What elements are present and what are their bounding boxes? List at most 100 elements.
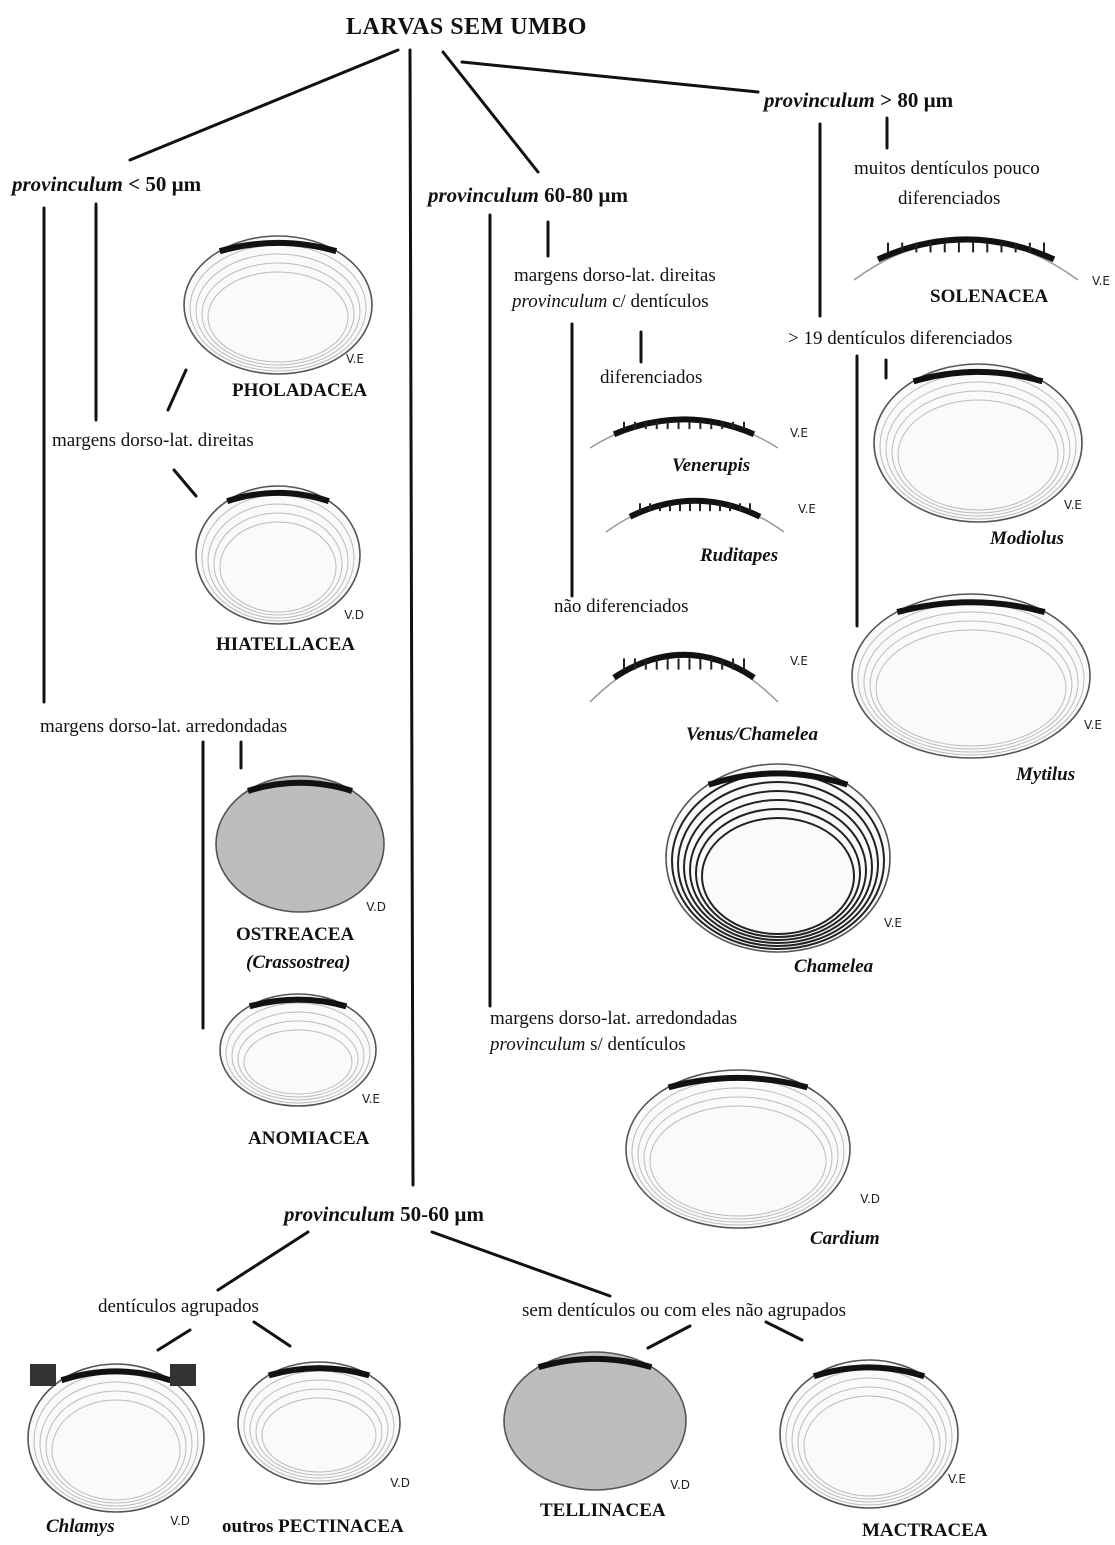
criterion-text: c/ dentículos — [607, 291, 708, 312]
shell-illustration-tellinacea: V.D — [498, 1344, 692, 1494]
provinculum-term: provinculum — [284, 1202, 395, 1226]
taxon-ruditapes: Ruditapes — [700, 545, 778, 567]
taxon-hiatellacea: HIATELLACEA — [216, 634, 355, 656]
criterion-mid-denticulos: provinculum c/ dentículos — [512, 291, 709, 313]
valve-tag: V.D — [344, 608, 364, 622]
connector — [766, 1322, 802, 1340]
shell-drawing — [600, 482, 790, 538]
branch-provinculum-50-60: provinculum 50-60 µm — [284, 1202, 484, 1226]
shell-illustration-ostreacea: V.D — [210, 768, 390, 916]
shell-drawing — [868, 356, 1088, 526]
shell-illustration-pholadacea: V.E — [178, 228, 378, 378]
criterion-nao-agrupados: sem dentículos ou com eles não agrupados — [522, 1300, 846, 1322]
taxon-venus-chamelea: Venus/Chamelea — [686, 724, 818, 746]
shell-drawing — [846, 586, 1096, 762]
criterion-text: s/ dentículos — [585, 1034, 685, 1055]
shell-illustration-ruditapes: V.E — [600, 482, 790, 538]
valve-tag: V.E — [1064, 498, 1082, 512]
shell-illustration-chlamys: V.D — [22, 1356, 210, 1516]
shell-illustration-venerupis: V.E — [584, 402, 784, 454]
shell-illustration-solenacea: V.E — [848, 216, 1084, 286]
taxon-anomiacea: ANOMIACEA — [248, 1128, 369, 1150]
branch-range: > 80 µm — [875, 88, 953, 112]
connector — [158, 1330, 190, 1350]
valve-tag: V.D — [366, 900, 386, 914]
shell-illustration-modiolus: V.E — [868, 356, 1088, 526]
shell-illustration-mytilus: V.E — [846, 586, 1096, 762]
shell-drawing — [232, 1354, 406, 1488]
taxon-pholadacea: PHOLADACEA — [232, 380, 367, 402]
connector — [410, 50, 413, 1185]
provinculum-term: provinculum — [428, 183, 539, 207]
branch-provinculum-60-80: provinculum 60-80 µm — [428, 183, 628, 207]
provinculum-term: provinculum — [490, 1034, 585, 1055]
valve-tag: V.E — [346, 352, 364, 366]
taxon-mactracea: MACTRACEA — [862, 1520, 988, 1542]
branch-range: 60-80 µm — [539, 183, 628, 207]
taxon-mytilus: Mytilus — [1016, 764, 1075, 786]
branch-provinculum-lt50: provinculum < 50 µm — [12, 172, 201, 196]
shell-illustration-mactracea: V.E — [774, 1352, 964, 1512]
criterion-mid-direitas: margens dorso-lat. direitas — [514, 265, 716, 287]
shell-illustration-venus-chamelea: V.E — [584, 628, 784, 708]
shell-drawing — [620, 1062, 856, 1232]
provinculum-term: provinculum — [764, 88, 875, 112]
branch-range: 50-60 µm — [395, 1202, 484, 1226]
valve-tag: V.D — [390, 1476, 410, 1490]
shell-drawing — [498, 1344, 692, 1494]
taxon-outros-pectinacea: outros PECTINACEA — [222, 1516, 404, 1538]
shell-drawing — [584, 402, 784, 454]
valve-tag: V.D — [860, 1192, 880, 1206]
valve-tag: V.E — [948, 1472, 966, 1486]
branch-range: < 50 µm — [123, 172, 201, 196]
valve-tag: V.E — [798, 502, 816, 516]
criterion-sem-denticulos: provinculum s/ dentículos — [490, 1034, 686, 1056]
valve-tag: V.D — [170, 1514, 190, 1528]
provinculum-term: provinculum — [512, 291, 607, 312]
shell-drawing — [774, 1352, 964, 1512]
taxon-crassostrea: (Crassostrea) — [246, 952, 351, 974]
valve-tag: V.E — [1084, 718, 1102, 732]
taxon-tellinacea: TELLINACEA — [540, 1500, 666, 1522]
shell-illustration-chamelea: V.E — [660, 756, 896, 956]
shell-illustration-hiatellacea: V.D — [190, 478, 366, 628]
shell-illustration-anomiacea: V.E — [214, 986, 382, 1110]
taxon-venerupis: Venerupis — [672, 455, 750, 477]
criterion-muitos-denticulos-2: diferenciados — [898, 188, 1000, 210]
connector — [432, 1232, 610, 1296]
valve-tag: V.E — [1092, 274, 1110, 288]
criterion-gt19-denticulos: > 19 dentículos diferenciados — [788, 328, 1012, 350]
valve-tag: V.E — [790, 654, 808, 668]
connector — [254, 1322, 290, 1346]
shell-illustration-cardium: V.D — [620, 1062, 856, 1232]
branch-provinculum-gt80: provinculum > 80 µm — [764, 88, 953, 112]
criterion-nao-diferenciados: não diferenciados — [554, 596, 689, 618]
taxon-modiolus: Modiolus — [990, 528, 1064, 550]
taxon-chamelea: Chamelea — [794, 956, 873, 978]
taxon-solenacea: SOLENACEA — [930, 286, 1048, 308]
shell-drawing — [660, 756, 896, 956]
shell-drawing — [214, 986, 382, 1110]
criterion-diferenciados: diferenciados — [600, 367, 702, 389]
criterion-denticulos-agrupados: dentículos agrupados — [98, 1296, 259, 1318]
valve-tag: V.E — [884, 916, 902, 930]
criterion-mid-arredondadas: margens dorso-lat. arredondadas — [490, 1008, 737, 1030]
shell-drawing — [22, 1356, 210, 1516]
connector — [130, 50, 398, 160]
shell-drawing — [584, 628, 784, 708]
criterion-muitos-denticulos: muitos dentículos pouco — [854, 158, 1040, 180]
connector — [443, 52, 538, 172]
taxon-chlamys: Chlamys — [46, 1516, 115, 1538]
connector — [462, 62, 758, 92]
shell-illustration-outros-pectinacea: V.D — [232, 1354, 406, 1488]
criterion-margens-arredondadas: margens dorso-lat. arredondadas — [40, 716, 287, 738]
criterion-margens-direitas: margens dorso-lat. direitas — [52, 430, 254, 452]
taxon-ostreacea: OSTREACEA — [236, 924, 354, 946]
shell-drawing — [210, 768, 390, 916]
valve-tag: V.D — [670, 1478, 690, 1492]
shell-drawing — [190, 478, 366, 628]
provinculum-term: provinculum — [12, 172, 123, 196]
connector — [218, 1232, 308, 1290]
valve-tag: V.E — [790, 426, 808, 440]
